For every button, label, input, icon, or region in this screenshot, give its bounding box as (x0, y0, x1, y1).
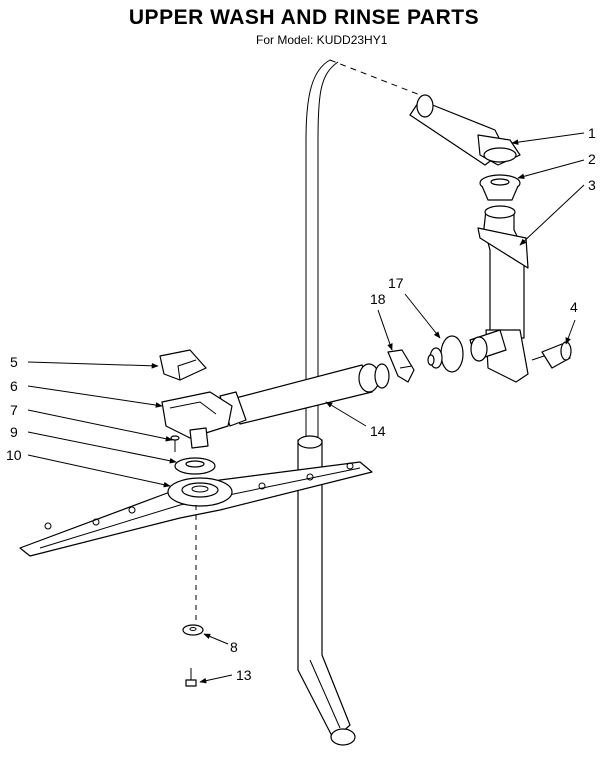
seal-part-17 (427, 335, 464, 373)
diagram-title: UPPER WASH AND RINSE PARTS (128, 6, 480, 29)
cap-part-5 (159, 349, 207, 381)
callout-8: 8 (230, 639, 238, 655)
gasket-part-2 (479, 174, 521, 201)
callout-2: 2 (588, 151, 596, 167)
callout-group: 1 2 3 4 5 6 7 9 10 17 18 14 8 13 (6, 125, 596, 684)
callout-9: 9 (10, 424, 18, 440)
callout-10: 10 (6, 447, 22, 463)
callout-13: 13 (236, 667, 252, 683)
callout-17: 17 (388, 275, 404, 291)
screw-part-7 (170, 435, 180, 452)
bearing-part-9 (174, 457, 216, 475)
model-subtitle: For Model: KUDD23HY1 (256, 33, 388, 47)
conduit-part-14 (219, 363, 390, 427)
callout-3: 3 (588, 177, 596, 193)
callout-1: 1 (588, 125, 596, 141)
manifold-part-3 (469, 205, 529, 383)
supply-tube (297, 59, 421, 746)
screw-part-13 (185, 668, 197, 687)
callout-14: 14 (370, 423, 386, 439)
callout-7: 7 (10, 402, 18, 418)
clip-part-18 (387, 349, 415, 383)
hub-part-6 (161, 391, 233, 449)
callout-6: 6 (10, 378, 18, 394)
callout-18: 18 (370, 291, 386, 307)
callout-5: 5 (10, 354, 18, 370)
plug-part-4 (531, 341, 572, 369)
upper-elbow (409, 94, 521, 166)
callout-4: 4 (570, 299, 578, 315)
spray-arm-part-10 (19, 461, 373, 620)
washer-part-8 (182, 624, 204, 636)
